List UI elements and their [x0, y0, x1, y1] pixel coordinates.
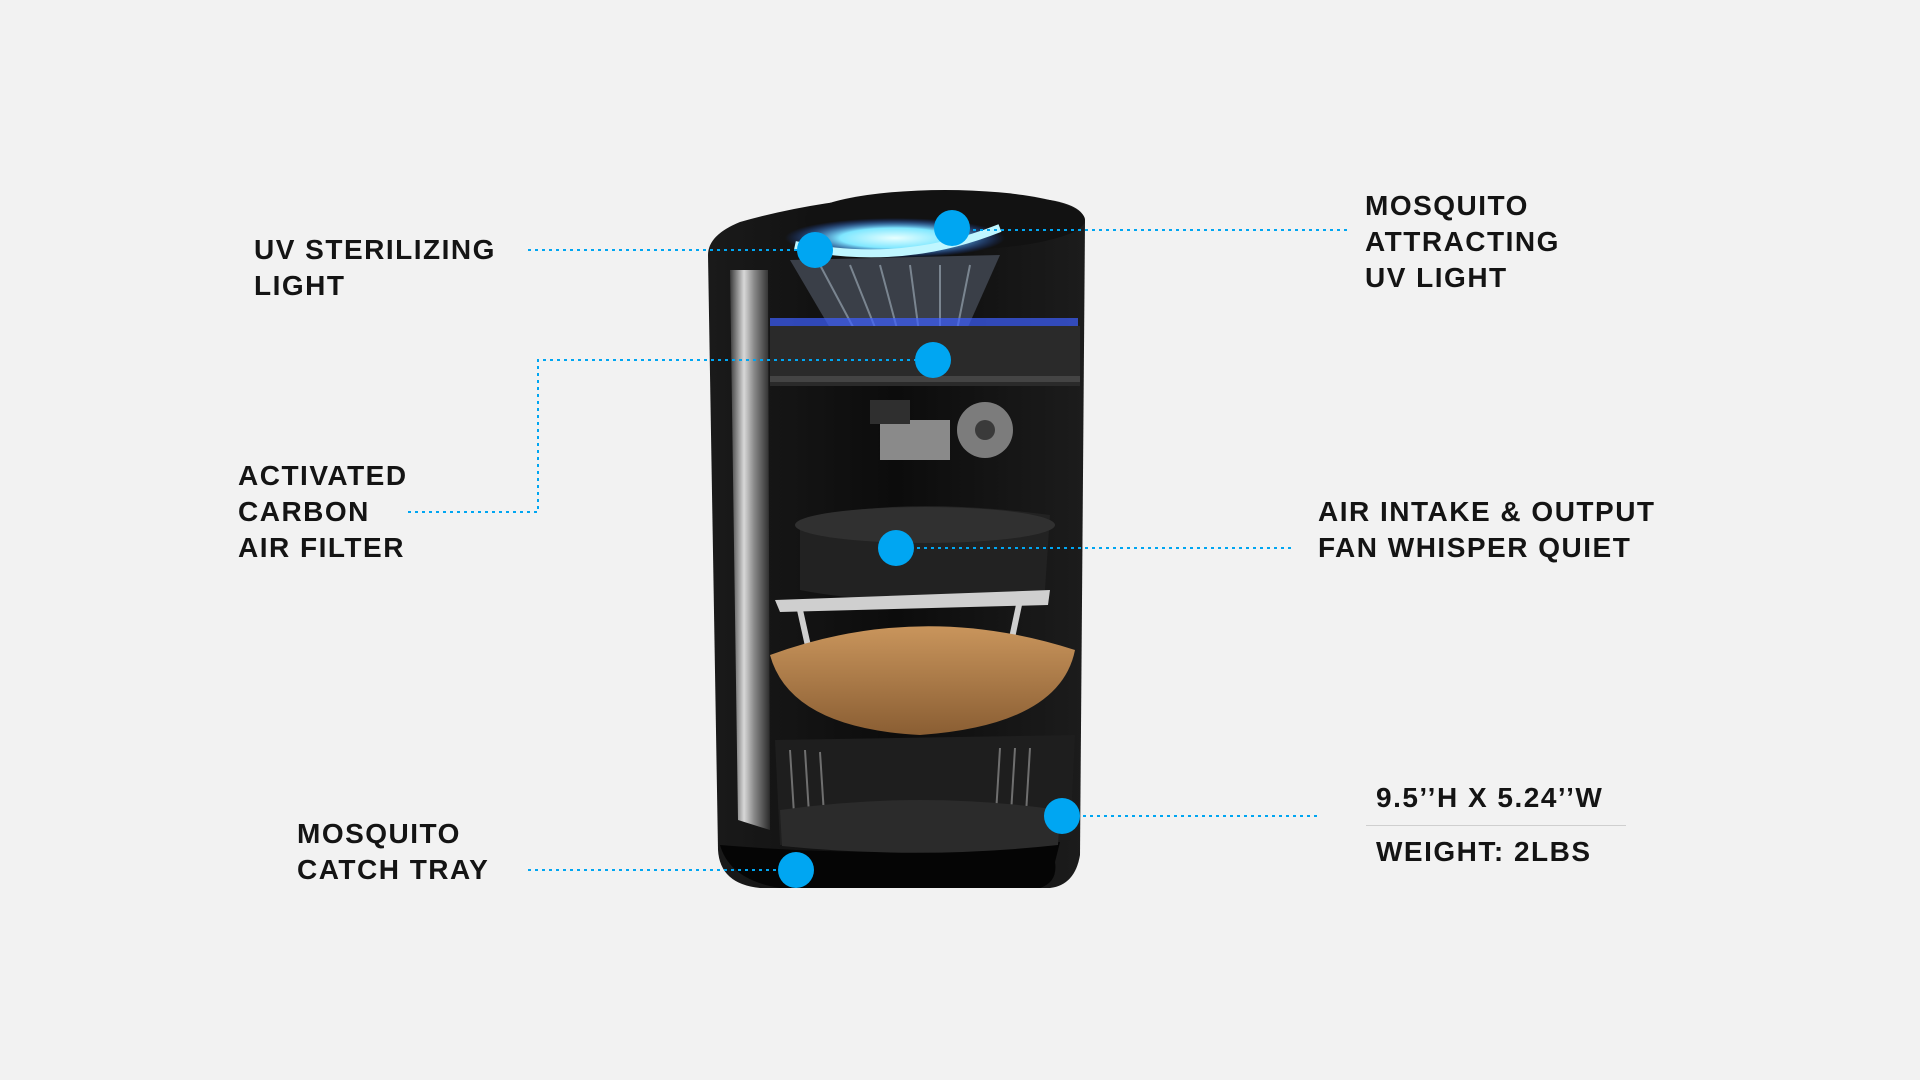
metal-trim [730, 270, 770, 830]
fan-top [795, 507, 1055, 543]
label-uv-sterilizing-light: UV STERILIZING LIGHT [254, 232, 496, 304]
label-mosquito-attracting-uv-light: MOSQUITO ATTRACTING UV LIGHT [1365, 188, 1560, 296]
leader-carbon-filter-dot [915, 342, 951, 378]
label-line: CATCH TRAY [297, 854, 490, 885]
spec-dimensions: 9.5’’H X 5.24’’W [1376, 780, 1603, 816]
label-line: FAN WHISPER QUIET [1318, 532, 1632, 563]
spec-divider [1366, 825, 1626, 826]
motor-housing [870, 400, 910, 424]
label-line: UV STERILIZING [254, 234, 496, 265]
spec-weight: WEIGHT: 2LBS [1376, 834, 1592, 870]
spec-weight-text: WEIGHT: 2LBS [1376, 836, 1592, 867]
label-air-intake-output-fan: AIR INTAKE & OUTPUT FAN WHISPER QUIET [1318, 494, 1656, 566]
label-line: MOSQUITO [1365, 190, 1529, 221]
label-line: LIGHT [254, 270, 346, 301]
label-line: ACTIVATED [238, 460, 408, 491]
label-line: MOSQUITO [297, 818, 461, 849]
filter-edge [770, 376, 1080, 382]
fan-bracket [775, 590, 1050, 612]
leader-dimensions-dot [1044, 798, 1080, 834]
label-line: AIR INTAKE & OUTPUT [1318, 496, 1656, 527]
leader-mosquito-attracting-dot [934, 210, 970, 246]
leader-fan-dot [878, 530, 914, 566]
catch-tray [780, 800, 1060, 853]
spec-dimensions-text: 9.5’’H X 5.24’’W [1376, 782, 1604, 813]
leader-catch-tray-dot [778, 852, 814, 888]
label-activated-carbon-air-filter: ACTIVATED CARBON AIR FILTER [238, 458, 408, 566]
motor-block [880, 420, 950, 460]
gear-hub [975, 420, 995, 440]
collection-bowl [770, 626, 1075, 735]
uv-band [770, 318, 1078, 326]
label-line: CARBON [238, 496, 370, 527]
label-mosquito-catch-tray: MOSQUITO CATCH TRAY [297, 816, 489, 888]
label-line: ATTRACTING [1365, 226, 1560, 257]
leader-uv-sterilizing-dot [797, 232, 833, 268]
label-line: AIR FILTER [238, 532, 405, 563]
leader-carbon-filter-line [408, 359, 933, 513]
label-line: UV LIGHT [1365, 262, 1508, 293]
